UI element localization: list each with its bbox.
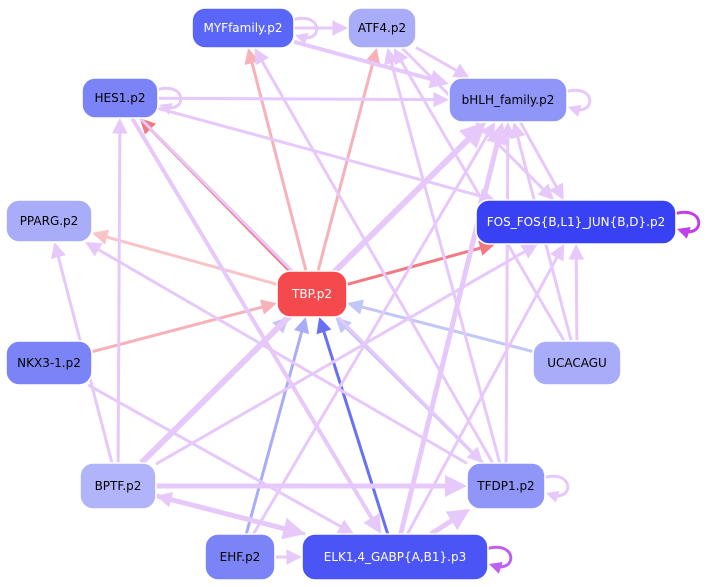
self-loop-tfdp1	[542, 474, 570, 503]
node-tbp[interactable]: TBP.p2	[276, 270, 348, 318]
node-ucac[interactable]: UCACAGU	[532, 340, 622, 386]
self-loop-hes1	[155, 86, 183, 115]
node-myf-box	[191, 7, 295, 49]
node-bptf[interactable]: BPTF.p2	[79, 462, 157, 510]
edge-tfdp1-to-pparg	[85, 242, 468, 465]
node-ehf-box	[204, 533, 276, 581]
node-hes1-label: HES1.p2	[95, 91, 146, 105]
node-bhlh[interactable]: bHLH_family.p2	[448, 77, 568, 123]
node-tfdp1[interactable]: TFDP1.p2	[466, 462, 546, 510]
self-loop-elk	[485, 545, 513, 574]
node-elk-label: ELK1,4_GABP{A,B1}.p3	[324, 550, 466, 564]
node-fos[interactable]: FOS_FOS{B,L1}_JUN{B,D}.p2	[475, 199, 677, 245]
edge-elk-to-tbp	[316, 317, 390, 535]
node-tfdp1-box	[466, 462, 546, 510]
node-bhlh-box	[448, 77, 568, 123]
node-myf[interactable]: MYFfamily.p2	[191, 7, 295, 49]
self-loop-bhlh	[564, 88, 592, 117]
node-ehf[interactable]: EHF.p2	[204, 533, 276, 581]
node-elk-box	[301, 533, 489, 581]
node-atf4[interactable]: ATF4.p2	[347, 7, 417, 49]
edge-bptf-to-fos	[155, 244, 538, 466]
edge-tfdp1-to-myf	[254, 48, 495, 464]
node-atf4-box	[347, 7, 417, 49]
node-nkx[interactable]: NKX3-1.p2	[5, 340, 93, 386]
node-ucac-label: UCACAGU	[547, 356, 607, 370]
node-atf4-label: ATF4.p2	[358, 21, 406, 35]
node-elk[interactable]: ELK1,4_GABP{A,B1}.p3	[301, 533, 489, 581]
edges-layer	[50, 16, 701, 574]
node-bptf-box	[79, 462, 157, 510]
self-loop-myf	[291, 16, 319, 45]
edge-elk-to-fos	[406, 244, 565, 535]
node-nkx-label: NKX3-1.p2	[17, 356, 81, 370]
edge-bptf-to-tfdp1	[156, 475, 467, 497]
edge-ehf-to-elk	[275, 549, 302, 565]
edge-elk-to-bptf	[156, 492, 306, 536]
edge-atf4-to-fos	[400, 46, 554, 200]
node-pparg[interactable]: PPARG.p2	[5, 199, 93, 243]
node-tbp-label: TBP.p2	[291, 287, 332, 301]
edge-hes1-to-bhlh	[157, 91, 449, 108]
edge-bhlh-to-fos	[518, 121, 564, 200]
node-pparg-label: PPARG.p2	[20, 214, 79, 228]
node-hes1[interactable]: HES1.p2	[81, 77, 159, 119]
node-bhlh-label: bHLH_family.p2	[462, 93, 555, 107]
edge-ucac-to-fos	[568, 244, 585, 342]
node-tfdp1-label: TFDP1.p2	[476, 479, 534, 493]
node-nkx-box	[5, 340, 93, 386]
edge-myf-to-atf4	[294, 20, 348, 36]
node-pparg-box	[5, 199, 93, 243]
edge-tbp-to-pparg	[92, 229, 278, 286]
node-myf-label: MYFfamily.p2	[204, 21, 283, 35]
edge-ucac-to-tbp	[347, 299, 534, 353]
edge-elk-to-tfdp1	[429, 509, 471, 537]
edge-nkx-to-tbp	[91, 299, 277, 354]
node-ehf-label: EHF.p2	[220, 550, 261, 564]
edge-nkx-to-elk	[87, 383, 354, 534]
node-bptf-label: BPTF.p2	[95, 479, 142, 493]
node-hes1-box	[81, 77, 159, 119]
self-loop-fos	[673, 210, 701, 239]
edge-bptf-to-hes1	[112, 118, 128, 464]
node-ucac-box	[532, 340, 622, 386]
node-fos-label: FOS_FOS{B,L1}_JUN{B,D}.p2	[487, 215, 666, 229]
node-tbp-box	[276, 270, 348, 318]
edge-ehf-to-bhlh	[252, 122, 496, 535]
edge-hes1-to-elk	[130, 116, 382, 534]
edge-tfdp1-to-bhlh	[500, 122, 516, 464]
edge-atf4-to-bhlh	[415, 46, 470, 78]
node-fos-box	[475, 199, 677, 245]
